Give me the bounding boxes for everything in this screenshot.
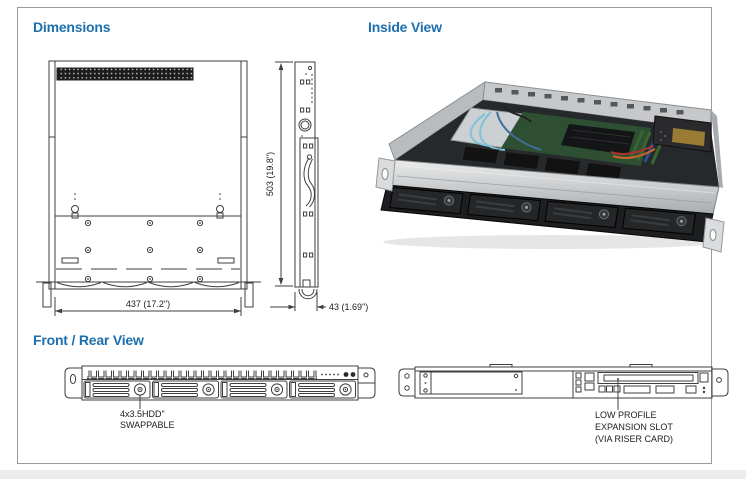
height-dimension: 43 (1.69") <box>270 292 368 312</box>
front-right-ear <box>358 367 376 399</box>
top-view-drawing: 437 (17.2") <box>36 60 261 316</box>
expansion-callout-line1: LOW PROFILE <box>595 410 657 420</box>
front-rear-heading: Front / Rear View <box>33 332 144 348</box>
front-leds <box>321 372 356 377</box>
hdd-callout-line2: SWAPPABLE <box>120 420 175 430</box>
side-view-drawing: 503 (19.8") <box>265 61 368 312</box>
cables <box>469 105 656 159</box>
cooling-fans <box>461 145 623 182</box>
expansion-callout-line3: (VIA RISER CARD) <box>595 434 673 444</box>
front-panel-edge <box>36 281 261 308</box>
rear-left-ear <box>398 368 415 397</box>
latch-left <box>71 193 79 219</box>
rear-io-area <box>572 371 595 398</box>
rear-body <box>414 366 713 399</box>
front-drive-trays <box>83 380 356 399</box>
height-dimension-label: 43 (1.69") <box>329 302 368 312</box>
mounting-ear-left <box>375 157 396 192</box>
psu-area <box>419 371 523 395</box>
rear-view-drawing: LOW PROFILE EXPANSION SLOT (VIA RISER CA… <box>398 364 729 444</box>
depth-dimension-label: 503 (19.8") <box>265 152 275 196</box>
cpu-heatsink <box>561 124 635 155</box>
power-supply <box>652 115 712 153</box>
page-edge-shade <box>0 470 746 479</box>
screw-holes <box>84 219 204 283</box>
inside-view-photo <box>375 81 725 253</box>
rear-right-ear <box>712 368 729 397</box>
hdd-callout-line1: 4x3.5HDD" <box>120 409 165 419</box>
drive-trays <box>389 186 697 235</box>
right-side-wall <box>711 110 723 188</box>
hdd-callout: 4x3.5HDD" SWAPPABLE <box>120 395 175 430</box>
inside-view-heading: Inside View <box>368 19 442 35</box>
side-rail <box>294 61 319 300</box>
front-left-ear <box>64 367 82 399</box>
vent-grille <box>56 67 194 81</box>
depth-dimension: 503 (19.8") <box>265 61 293 287</box>
shadow <box>383 235 723 249</box>
dimensions-heading: Dimensions <box>33 19 111 35</box>
expansion-slot <box>597 372 709 394</box>
latch-right <box>216 193 224 219</box>
mounting-ear-right <box>702 217 725 253</box>
expansion-callout-line2: EXPANSION SLOT <box>595 422 673 432</box>
front-view-drawing: 4x3.5HDD" SWAPPABLE <box>64 365 376 430</box>
chassis-top-outline <box>48 60 248 290</box>
width-dimension-label: 437 (17.2") <box>126 299 170 309</box>
width-dimension: 437 (17.2") <box>54 297 242 316</box>
expansion-callout: LOW PROFILE EXPANSION SLOT (VIA RISER CA… <box>595 378 673 444</box>
front-vent-row <box>87 370 317 379</box>
